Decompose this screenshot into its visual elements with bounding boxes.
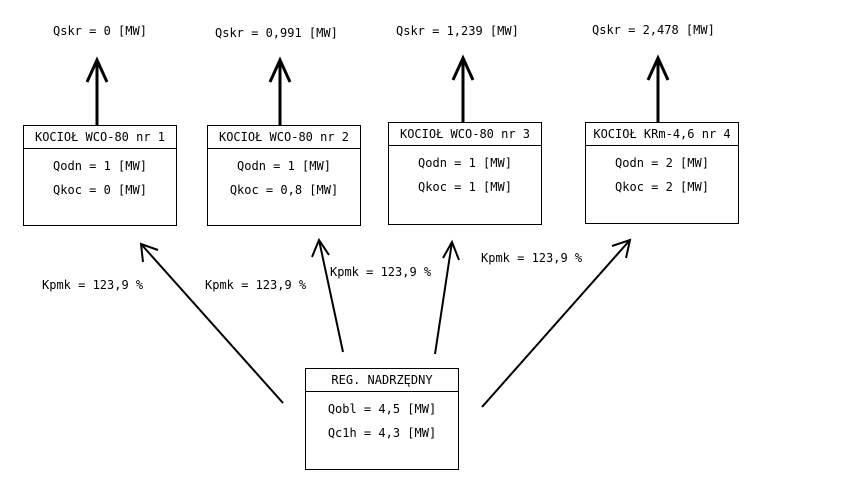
kpmk-label-3: Kpmk = 123,9 %	[330, 265, 432, 279]
qkoc-value: Qkoc = 2 [MW]	[615, 180, 709, 194]
kpmk-label-1: Kpmk = 123,9 %	[42, 278, 144, 292]
master-title: REG. NADRZĘDNY	[306, 369, 458, 392]
control-arrow-4	[481, 239, 631, 408]
qskr-label-2: Qskr = 0,991 [MW]	[215, 26, 338, 40]
output-arrowhead-3	[451, 54, 475, 81]
boiler-title: KOCIOŁ WCO-80 nr 2	[208, 126, 360, 149]
boiler-box-1: KOCIOŁ WCO-80 nr 1 Qodn = 1 [MW] Qkoc = …	[23, 125, 177, 226]
control-arrowhead-4	[611, 238, 632, 259]
kpmk-label-2: Kpmk = 123,9 %	[205, 278, 307, 292]
boiler-title: KOCIOŁ WCO-80 nr 1	[24, 126, 176, 149]
output-arrowhead-2	[268, 56, 292, 83]
output-arrowhead-1	[85, 56, 109, 83]
control-arrow-3	[434, 241, 453, 355]
qkoc-value: Qkoc = 0,8 [MW]	[229, 183, 339, 197]
qodn-value: Qodn = 1 [MW]	[418, 156, 512, 170]
boiler-box-3: KOCIOŁ WCO-80 nr 3 Qodn = 1 [MW] Qkoc = …	[388, 122, 542, 225]
qskr-label-1: Qskr = 0 [MW]	[53, 24, 147, 38]
qodn-value: Qodn = 1 [MW]	[237, 159, 331, 173]
control-arrow-2	[318, 239, 344, 353]
control-arrowhead-1	[139, 242, 159, 263]
output-arrowhead-4	[646, 54, 670, 81]
boiler-box-4: KOCIOŁ KRm-4,6 nr 4 Qodn = 2 [MW] Qkoc =…	[585, 122, 739, 224]
qobl-value: Qobl = 4,5 [MW]	[327, 402, 437, 416]
qodn-value: Qodn = 2 [MW]	[615, 156, 709, 170]
boiler-title: KOCIOŁ WCO-80 nr 3	[389, 123, 541, 146]
control-arrowhead-3	[442, 239, 460, 261]
control-arrow-1	[140, 243, 284, 404]
boiler-box-2: KOCIOŁ WCO-80 nr 2 Qodn = 1 [MW] Qkoc = …	[207, 125, 361, 226]
boiler-title: KOCIOŁ KRm-4,6 nr 4	[586, 123, 738, 146]
qkoc-value: Qkoc = 1 [MW]	[418, 180, 512, 194]
control-arrowhead-2	[311, 237, 330, 258]
qc1h-value: Qc1h = 4,3 [MW]	[327, 426, 437, 440]
qodn-value: Qodn = 1 [MW]	[53, 159, 147, 173]
qkoc-value: Qkoc = 0 [MW]	[53, 183, 147, 197]
kpmk-label-4: Kpmk = 123,9 %	[481, 251, 583, 265]
master-controller-box: REG. NADRZĘDNY Qobl = 4,5 [MW] Qc1h = 4,…	[305, 368, 459, 470]
qskr-label-4: Qskr = 2,478 [MW]	[592, 23, 715, 37]
qskr-label-3: Qskr = 1,239 [MW]	[396, 24, 519, 38]
